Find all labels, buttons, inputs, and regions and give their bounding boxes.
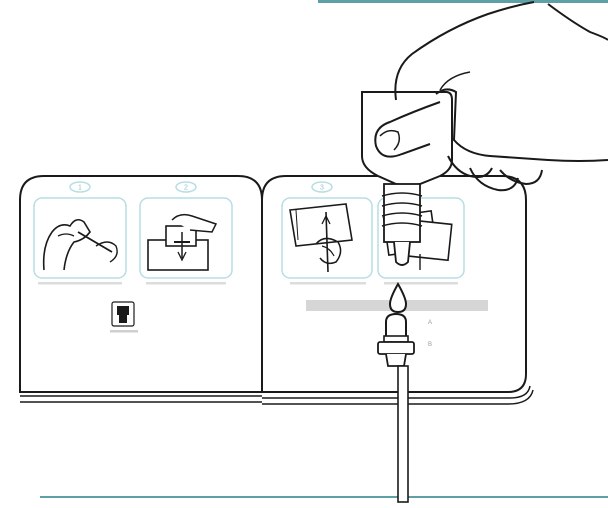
sample-collector — [378, 314, 414, 502]
step-2-number: 2 — [184, 185, 188, 192]
step-1-number: 1 — [78, 185, 82, 192]
marker-a: A — [428, 320, 432, 326]
left-booklet-page — [20, 176, 262, 402]
step-3-number: 3 — [320, 185, 324, 192]
marker-b: B — [428, 342, 432, 348]
